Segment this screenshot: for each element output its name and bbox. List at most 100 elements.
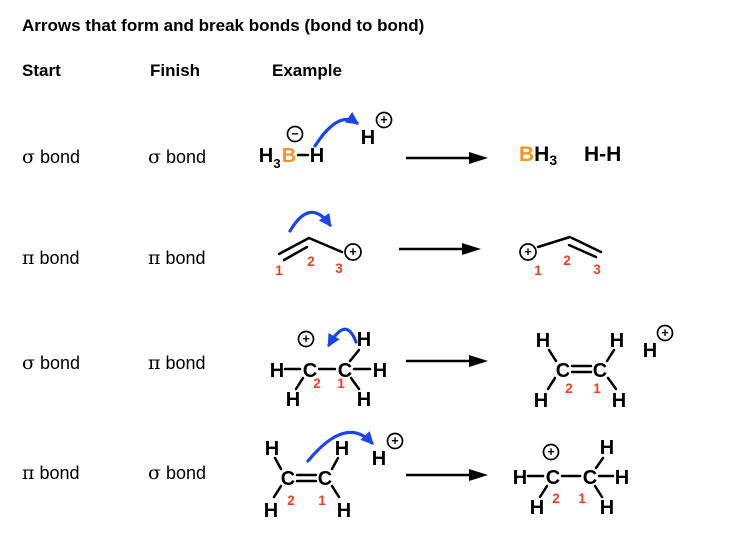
- column-header-finish: Finish: [150, 61, 201, 80]
- hydrogen-atom: H: [610, 330, 624, 352]
- c-h-bond: [538, 484, 549, 499]
- subscript-3: 3: [273, 156, 280, 171]
- pi-symbol: π: [148, 247, 161, 269]
- plus-charge-sign: +: [302, 332, 309, 346]
- sigma-symbol: σ: [22, 352, 35, 374]
- proton-atom: H: [361, 127, 375, 149]
- hydrogen-atom: H: [513, 467, 527, 489]
- bond-word: bond: [165, 147, 207, 167]
- c-h-bond: [349, 376, 361, 391]
- plus-charge-icon: [656, 324, 674, 342]
- pi-double-bond-inner: [567, 243, 598, 259]
- c-h-bond: [294, 376, 305, 391]
- minus-charge-sign: −: [291, 127, 298, 141]
- pi-symbol: π: [148, 352, 161, 374]
- carbon-number-3: 3: [593, 262, 601, 277]
- carbon-number-1: 1: [593, 381, 601, 396]
- hydrogen-atom: H: [373, 360, 387, 382]
- hydrogen-atom: H: [534, 390, 548, 412]
- plus-charge-sign: +: [524, 245, 531, 259]
- proton-atom: H: [372, 448, 386, 470]
- c-h-bond: [272, 484, 283, 499]
- curved-arrow-icon: [306, 430, 374, 463]
- c-h-bond: [594, 456, 605, 470]
- column-header-example: Example: [272, 61, 342, 80]
- bond-word: bond: [165, 463, 207, 483]
- bond-word: bond: [39, 147, 81, 167]
- ethyl-cation-product-structure: H C C H + H H H 2 1: [513, 437, 629, 519]
- hydrogen-atom: H: [265, 438, 279, 460]
- carbon-atom: C: [583, 467, 597, 489]
- c-h-bond: [606, 376, 618, 391]
- carbon-number-1: 1: [578, 491, 586, 506]
- sigma-symbol: σ: [22, 146, 35, 168]
- hydrogen-atom: H: [335, 438, 349, 460]
- carbon-number-2: 2: [565, 381, 573, 396]
- hydrogen-atom: H: [536, 330, 550, 352]
- arrow-head: [469, 469, 488, 481]
- c-h-bond: [330, 484, 341, 499]
- c-h-bond: [546, 376, 557, 391]
- carbon-number-3: 3: [335, 261, 343, 276]
- reaction-arrow: [399, 243, 481, 255]
- carbon-number-2: 2: [307, 254, 315, 269]
- pi-double-bond: [570, 236, 603, 254]
- c-h-bond: [330, 456, 340, 471]
- hydrogen-atom: H: [534, 143, 550, 166]
- carbon-atom: C: [556, 360, 570, 382]
- hydrogen-atom: H: [357, 389, 371, 411]
- plus-charge-icon: [297, 330, 315, 348]
- minus-charge-icon: [286, 125, 304, 143]
- allyl-cation-structure: + 1 2 3: [275, 210, 362, 278]
- figure-title: Arrows that form and break bonds (bond t…: [22, 16, 425, 35]
- allyl-cation-product-structure: + 1 2 3: [519, 235, 603, 278]
- reaction-arrow: [406, 152, 488, 164]
- c2-c3-bond: [307, 236, 344, 254]
- bond-word: bond: [165, 248, 206, 268]
- sigma-symbol: σ: [148, 462, 161, 484]
- hydrogen-atom: H: [600, 497, 614, 519]
- hydrogen-atom: H: [337, 500, 351, 522]
- arrow-head: [462, 243, 481, 255]
- curved-arrow-icon: [327, 327, 358, 348]
- plus-charge-icon: [375, 111, 393, 129]
- borane-formula: BH3: [519, 143, 557, 168]
- c-h-bond: [593, 484, 604, 499]
- boron-atom: B: [282, 145, 296, 167]
- carbon-number-2: 2: [287, 493, 295, 508]
- pi-double-bond-inner: [282, 245, 309, 262]
- boron-atom: B: [519, 143, 535, 166]
- sigma-symbol: σ: [148, 146, 161, 168]
- c-h-bond: [547, 348, 558, 363]
- plus-charge-icon: [344, 243, 362, 261]
- curved-arrow-icon: [313, 111, 360, 148]
- plus-charge-sign: +: [547, 445, 554, 459]
- plus-charge-icon: [542, 443, 560, 461]
- borohydride-structure: H 3 B H − H +: [259, 111, 393, 171]
- c-h-bond: [273, 456, 283, 471]
- arrow-head: [469, 152, 488, 164]
- c-h-bond: [605, 348, 616, 363]
- plus-charge-icon: [386, 432, 404, 450]
- carbon-number-2: 2: [313, 376, 321, 391]
- hydrogen-atom: H: [615, 467, 629, 489]
- hydrogen-atom: H: [310, 145, 324, 167]
- reaction-arrow: [406, 469, 488, 481]
- column-header-start: Start: [22, 61, 61, 80]
- hydrogen-atom: H: [357, 329, 371, 351]
- subscript-3: 3: [549, 152, 558, 168]
- pi-double-bond: [277, 236, 311, 256]
- hydrogen-atom: H: [600, 437, 614, 459]
- carbon-atom: C: [318, 468, 332, 490]
- carbon-number-2: 2: [552, 491, 560, 506]
- hydrogen-atom: H: [264, 500, 278, 522]
- plus-charge-sign: +: [380, 113, 387, 127]
